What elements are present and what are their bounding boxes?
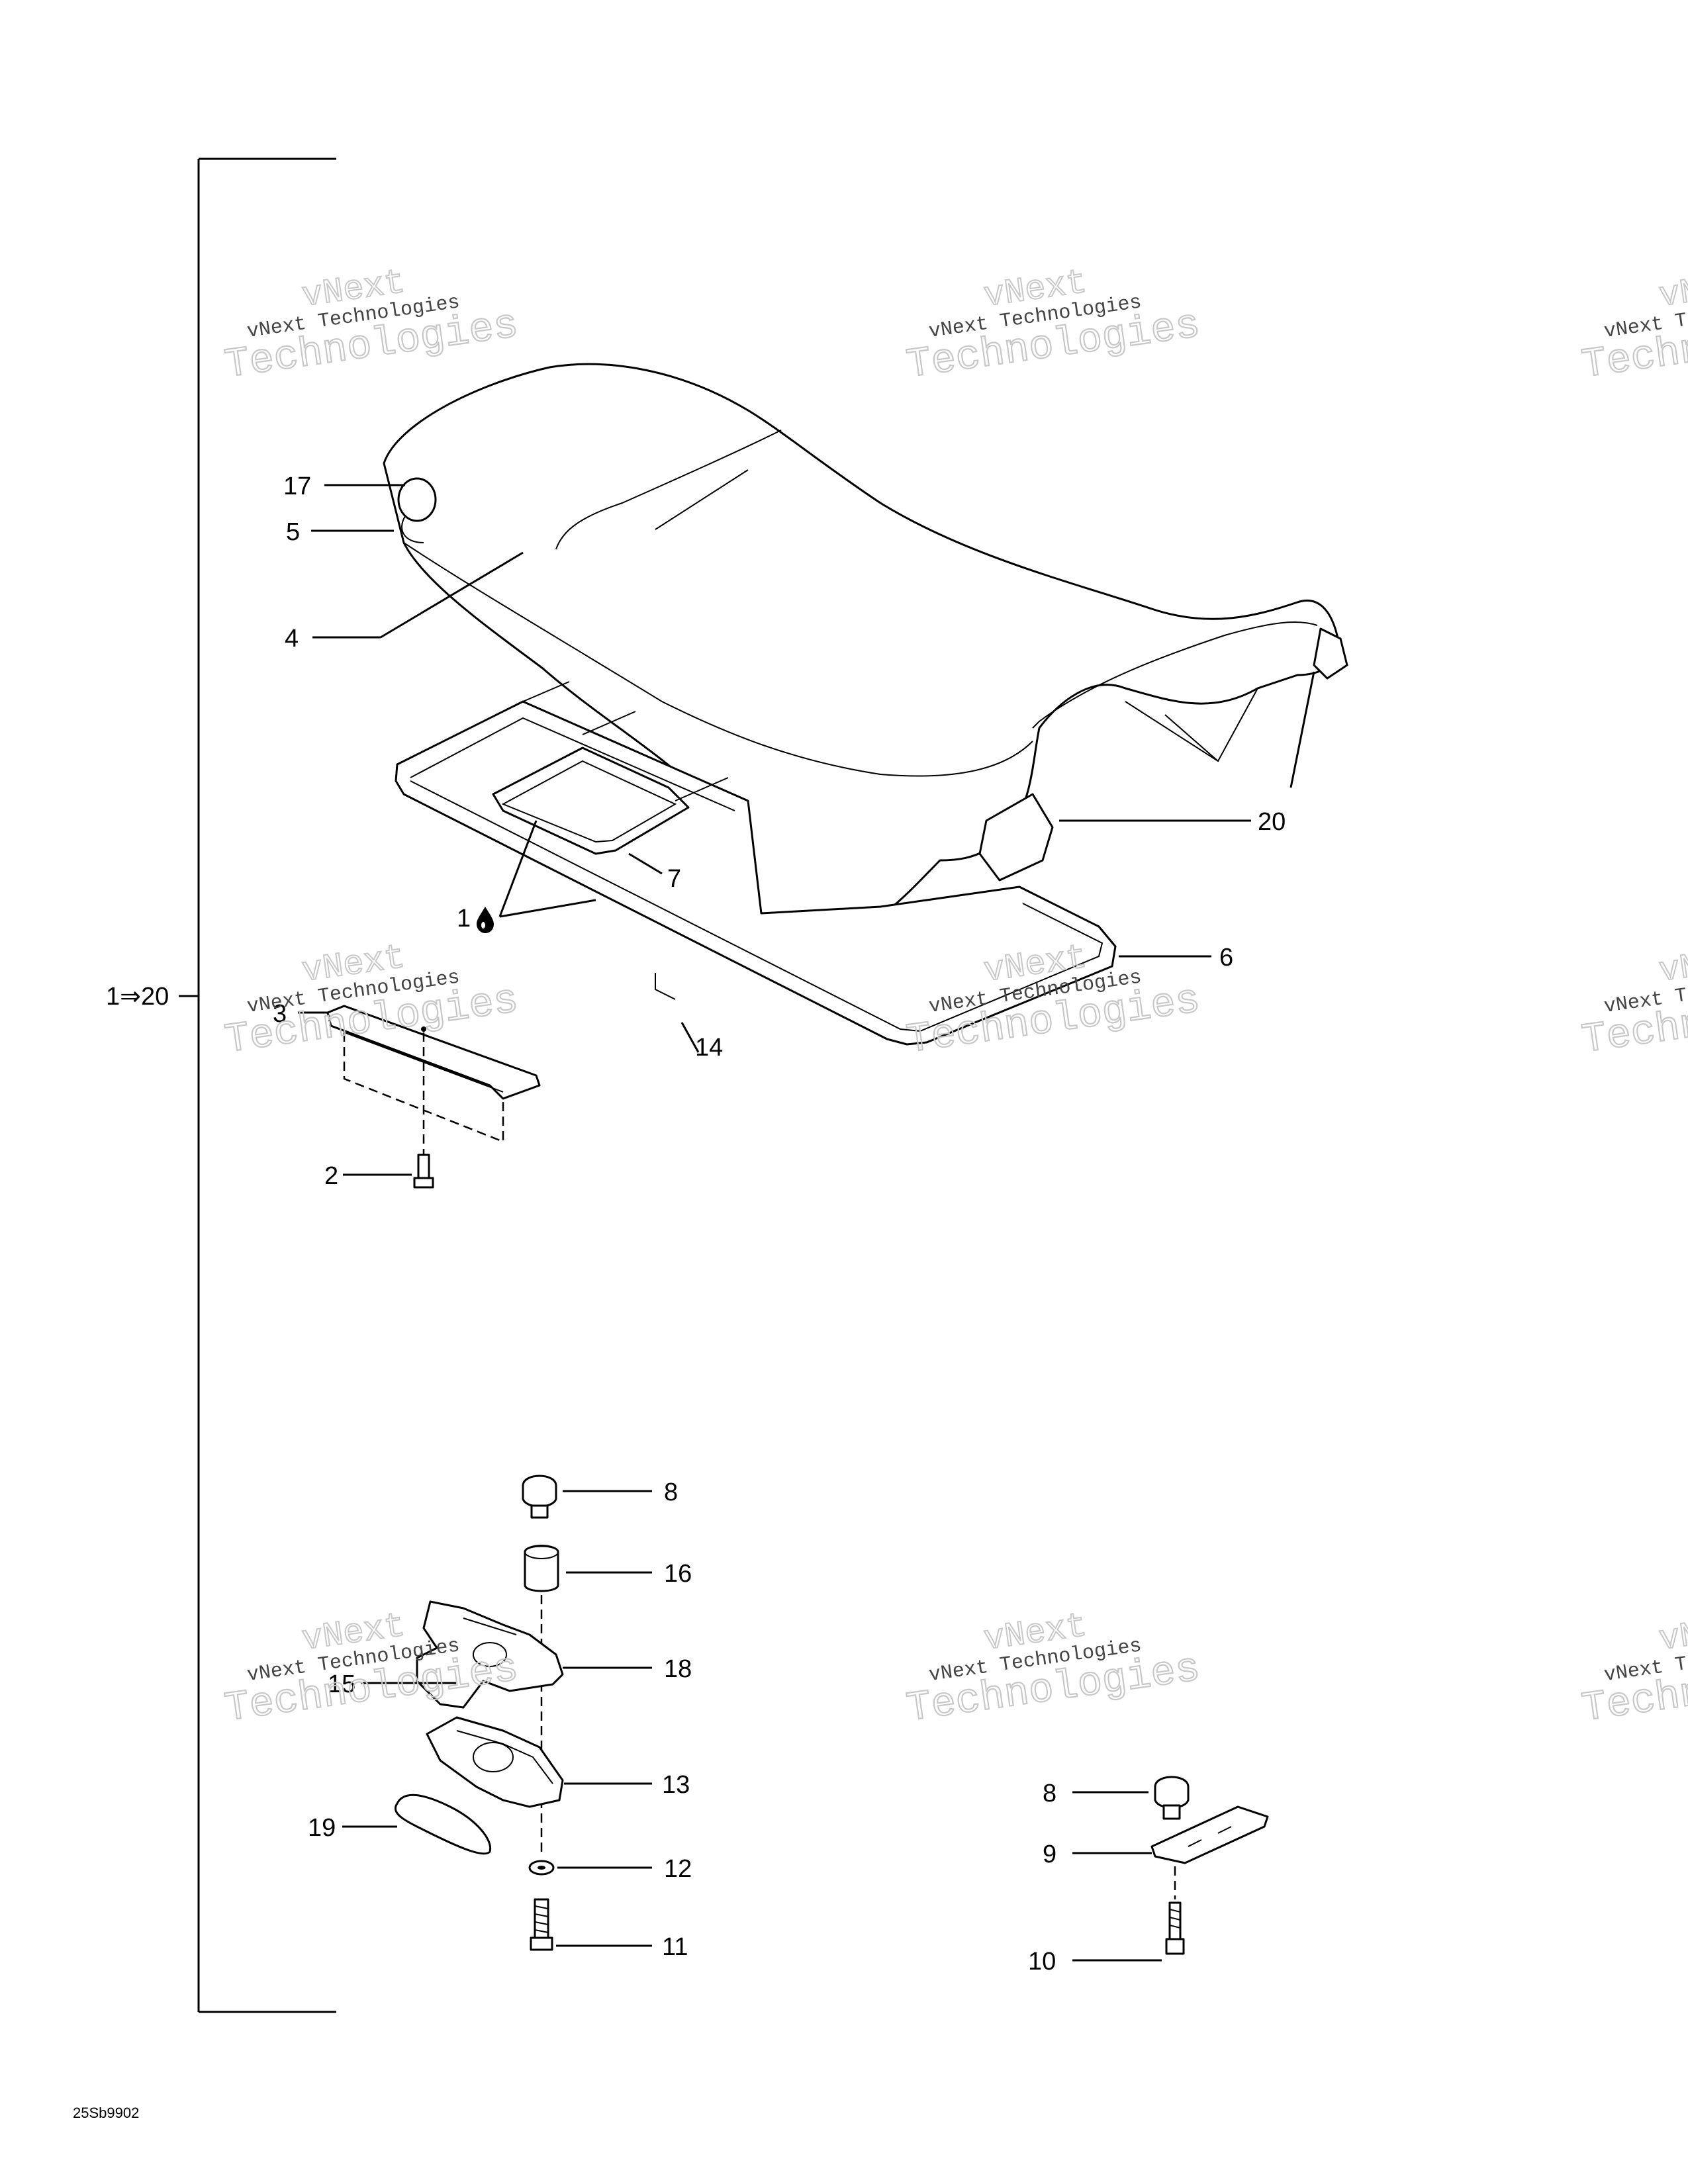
svg-text:vNext: vNext — [1657, 1607, 1688, 1660]
latch-plate-18 — [416, 1600, 564, 1709]
callouts: 17 5 4 20 7 1 6 3 14 2 8 16 18 15 13 19 … — [273, 473, 1286, 1976]
callout-20: 20 — [1258, 808, 1286, 836]
svg-text:vNext: vNext — [1657, 263, 1688, 316]
spacer-16 — [524, 1545, 559, 1592]
bracket-assembly — [1150, 1776, 1269, 1955]
callout-12: 12 — [664, 1855, 692, 1883]
bolt-10 — [1168, 1901, 1182, 1942]
callout-5: 5 — [286, 518, 300, 546]
drop-icon — [477, 907, 494, 933]
seat-cushion — [383, 363, 1340, 946]
callout-2: 2 — [324, 1162, 338, 1190]
callout-4: 4 — [285, 625, 299, 653]
callout-15: 15 — [328, 1670, 355, 1698]
watermark: vNext vNext Technologies Technologies — [903, 263, 1203, 390]
latch-assembly — [395, 1475, 564, 1951]
front-cap — [397, 477, 437, 522]
callout-13: 13 — [662, 1771, 690, 1799]
knob-8b — [1154, 1776, 1190, 1809]
hinge-strip — [326, 1005, 541, 1100]
pad-front — [978, 793, 1054, 882]
cable-19 — [395, 1794, 492, 1855]
leader-lines — [298, 484, 1315, 1962]
watermark: vNext vNext Technologies Technologies — [903, 1606, 1203, 1733]
bolt-11 — [534, 1898, 549, 1942]
group-bracket: 1⇒20 — [106, 158, 336, 2013]
range-label: 1⇒20 — [106, 983, 169, 1011]
svg-text:vNext: vNext — [1657, 938, 1688, 991]
seat-assembly — [326, 363, 1348, 1189]
callout-16: 16 — [664, 1560, 692, 1588]
callout-9: 9 — [1043, 1841, 1056, 1868]
callout-18: 18 — [664, 1655, 692, 1683]
screw-2 — [413, 1154, 434, 1189]
callout-3: 3 — [273, 1000, 287, 1028]
callout-1: 1 — [457, 905, 471, 933]
latch-base-13 — [426, 1716, 564, 1808]
watermark: vNext vNext Technologies Technologies — [221, 938, 522, 1065]
bracket-9 — [1150, 1805, 1269, 1864]
callout-14: 14 — [695, 1034, 723, 1062]
pad-rear — [1313, 627, 1348, 680]
callout-19: 19 — [308, 1814, 336, 1842]
inner-frame — [492, 747, 690, 855]
callout-8-bracket: 8 — [1043, 1780, 1056, 1807]
callout-7: 7 — [667, 865, 681, 893]
watermark: vNext vNext Technologies Technologies — [221, 263, 522, 390]
diagram-code: 25Sb9902 — [73, 2105, 139, 2121]
watermark: vNext vNext Technologies Technologies — [1578, 263, 1688, 390]
watermark: vNext vNext Technologies Technologies — [1578, 1606, 1688, 1733]
callout-10: 10 — [1028, 1948, 1056, 1976]
callout-8-latch: 8 — [664, 1479, 678, 1506]
callout-11: 11 — [662, 1933, 688, 1961]
callout-17: 17 — [283, 473, 311, 500]
small-clip — [655, 973, 676, 1000]
knob-8 — [522, 1475, 557, 1508]
callout-6: 6 — [1219, 944, 1233, 972]
watermark: vNext vNext Technologies Technologies — [1578, 938, 1688, 1065]
